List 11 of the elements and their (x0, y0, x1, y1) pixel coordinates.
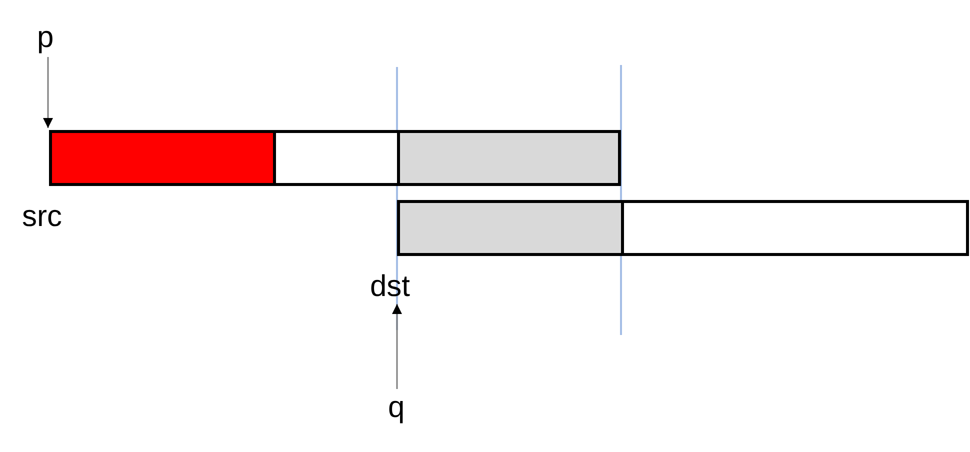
arrow (392, 304, 402, 389)
pointer-label: p (37, 23, 54, 53)
arrow (43, 57, 53, 128)
buffer-label: src (22, 202, 62, 232)
buffer-segment (49, 130, 276, 186)
buffer-segment (397, 200, 624, 256)
pointer-label: q (388, 393, 405, 423)
memory-buffer (397, 200, 969, 256)
buffer-segment (397, 130, 621, 186)
buffer-label: dst (370, 272, 410, 302)
memory-buffer (49, 130, 621, 186)
